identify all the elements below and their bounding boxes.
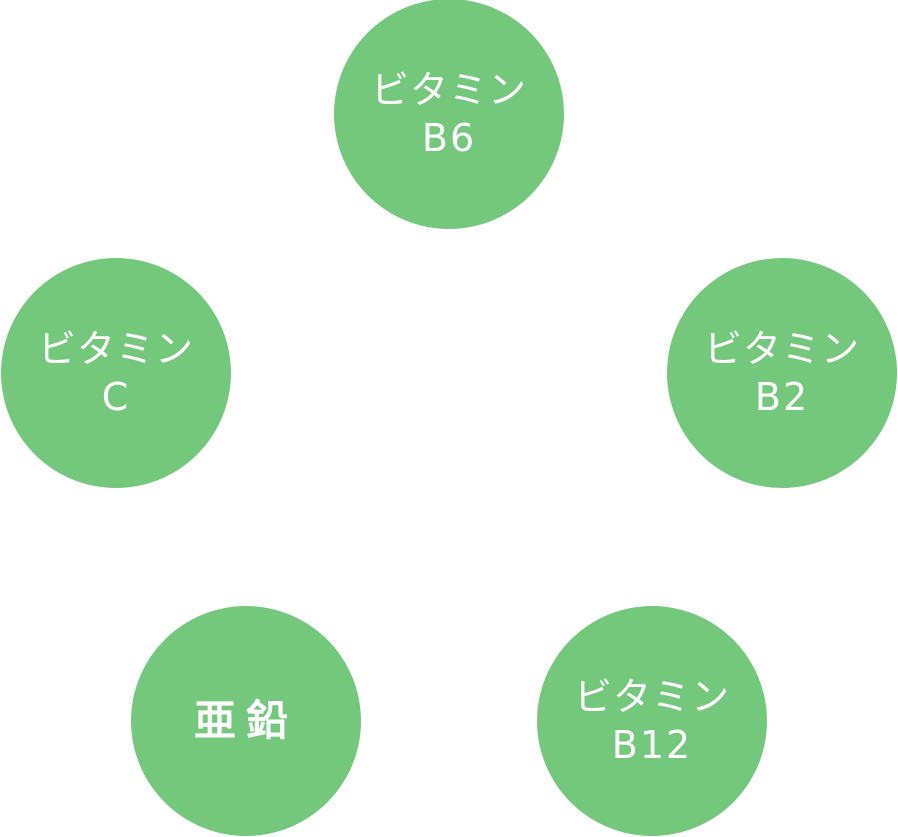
node-label: ビタミン <box>573 675 730 719</box>
node-label: ビタミン <box>703 327 860 371</box>
node-label: ビタミン <box>37 327 194 371</box>
node-label: ビタミン <box>370 68 527 112</box>
node-vitamin-b2: ビタミン B2 <box>667 258 897 488</box>
node-sublabel: B12 <box>611 723 693 767</box>
node-sublabel: C <box>101 375 131 419</box>
node-vitamin-b6: ビタミン B6 <box>334 0 564 229</box>
node-sublabel: B6 <box>421 116 477 160</box>
node-vitamin-b12: ビタミン B12 <box>537 606 767 836</box>
node-zinc: 亜鉛 <box>131 606 361 836</box>
node-label: 亜鉛 <box>193 696 298 745</box>
node-vitamin-c: ビタミン C <box>1 258 231 488</box>
node-sublabel: B2 <box>754 375 810 419</box>
